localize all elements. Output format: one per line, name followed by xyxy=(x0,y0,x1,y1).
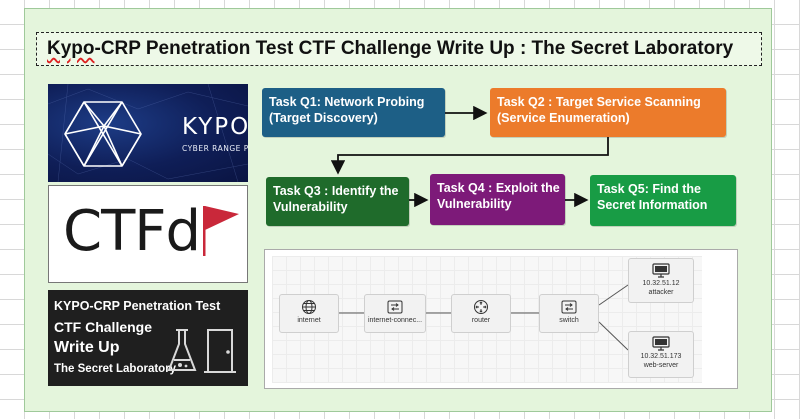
ctfd-wordmark: CTFd xyxy=(63,199,201,264)
topology-node-attacker[interactable]: 10.32.51.12 attacker xyxy=(628,258,694,303)
kypo-logo: KYPO CYBER RANGE PLATFORM xyxy=(48,84,248,182)
node-ip-web-server: 10.32.51.173 xyxy=(640,353,682,360)
node-label-attacker: attacker xyxy=(648,289,674,297)
flag-icon xyxy=(203,206,239,256)
globe-icon xyxy=(302,300,316,314)
task-q5-box: Task Q5: Find the Secret Information xyxy=(590,175,736,226)
topology-node-switch[interactable]: switch xyxy=(539,294,599,333)
arrow-q2-q3 xyxy=(330,137,609,175)
monitor-icon xyxy=(652,263,670,278)
node-label-router: router xyxy=(471,317,491,324)
monitor-icon xyxy=(652,336,670,351)
topology-node-web-server[interactable]: 10.32.51.173 web-server xyxy=(628,331,694,378)
writeup-line-4: The Secret Laboratory xyxy=(54,362,177,375)
node-ip-attacker: 10.32.51.12 xyxy=(642,280,680,287)
task-q4-box: Task Q4 : Exploit the Vulnerability xyxy=(430,174,565,225)
node-label-internet-connection: internet-connec... xyxy=(367,317,423,324)
lab-flask-and-door-icon xyxy=(167,329,236,373)
kypo-name: KYPO xyxy=(182,114,248,140)
ctfd-logo: CTFd xyxy=(48,185,248,283)
title-box: Kypo-CRP Penetration Test CTF Challenge … xyxy=(36,32,762,66)
kypo-tagline: CYBER RANGE PLATFORM xyxy=(182,144,248,153)
link-switch-web xyxy=(598,321,629,351)
topology-node-router[interactable]: router xyxy=(451,294,511,333)
writeup-line-2: CTF Challenge xyxy=(54,318,153,335)
router-icon xyxy=(474,300,488,314)
task-q2-box: Task Q2 : Target Service Scanning (Servi… xyxy=(490,88,726,137)
topology-node-internet-connection[interactable]: internet-connec... xyxy=(364,294,426,333)
network-switch-icon xyxy=(561,300,577,314)
topology-node-internet[interactable]: internet xyxy=(279,294,339,333)
task-q1-box: Task Q1: Network Probing (Target Discove… xyxy=(262,88,445,137)
writeup-line-1: KYPO-CRP Penetration Test xyxy=(54,299,221,313)
link-switch-attacker xyxy=(598,284,629,306)
writeup-card: KYPO-CRP Penetration Test CTF Challenge … xyxy=(48,290,248,386)
writeup-line-3: Write Up xyxy=(54,339,120,357)
node-label-switch: switch xyxy=(559,317,579,324)
task-q3-box: Task Q3 : Identify the Vulnerability xyxy=(266,177,409,226)
kypo-network-icon xyxy=(48,84,248,182)
node-label-web-server: web-server xyxy=(643,362,679,370)
page-title: Kypo-CRP Penetration Test CTF Challenge … xyxy=(47,38,733,60)
title-prefix: Kypo xyxy=(47,38,95,59)
network-switch-icon xyxy=(387,300,403,314)
title-rest: -CRP Penetration Test CTF Challenge Writ… xyxy=(94,38,734,59)
node-label-internet: internet xyxy=(297,317,321,324)
